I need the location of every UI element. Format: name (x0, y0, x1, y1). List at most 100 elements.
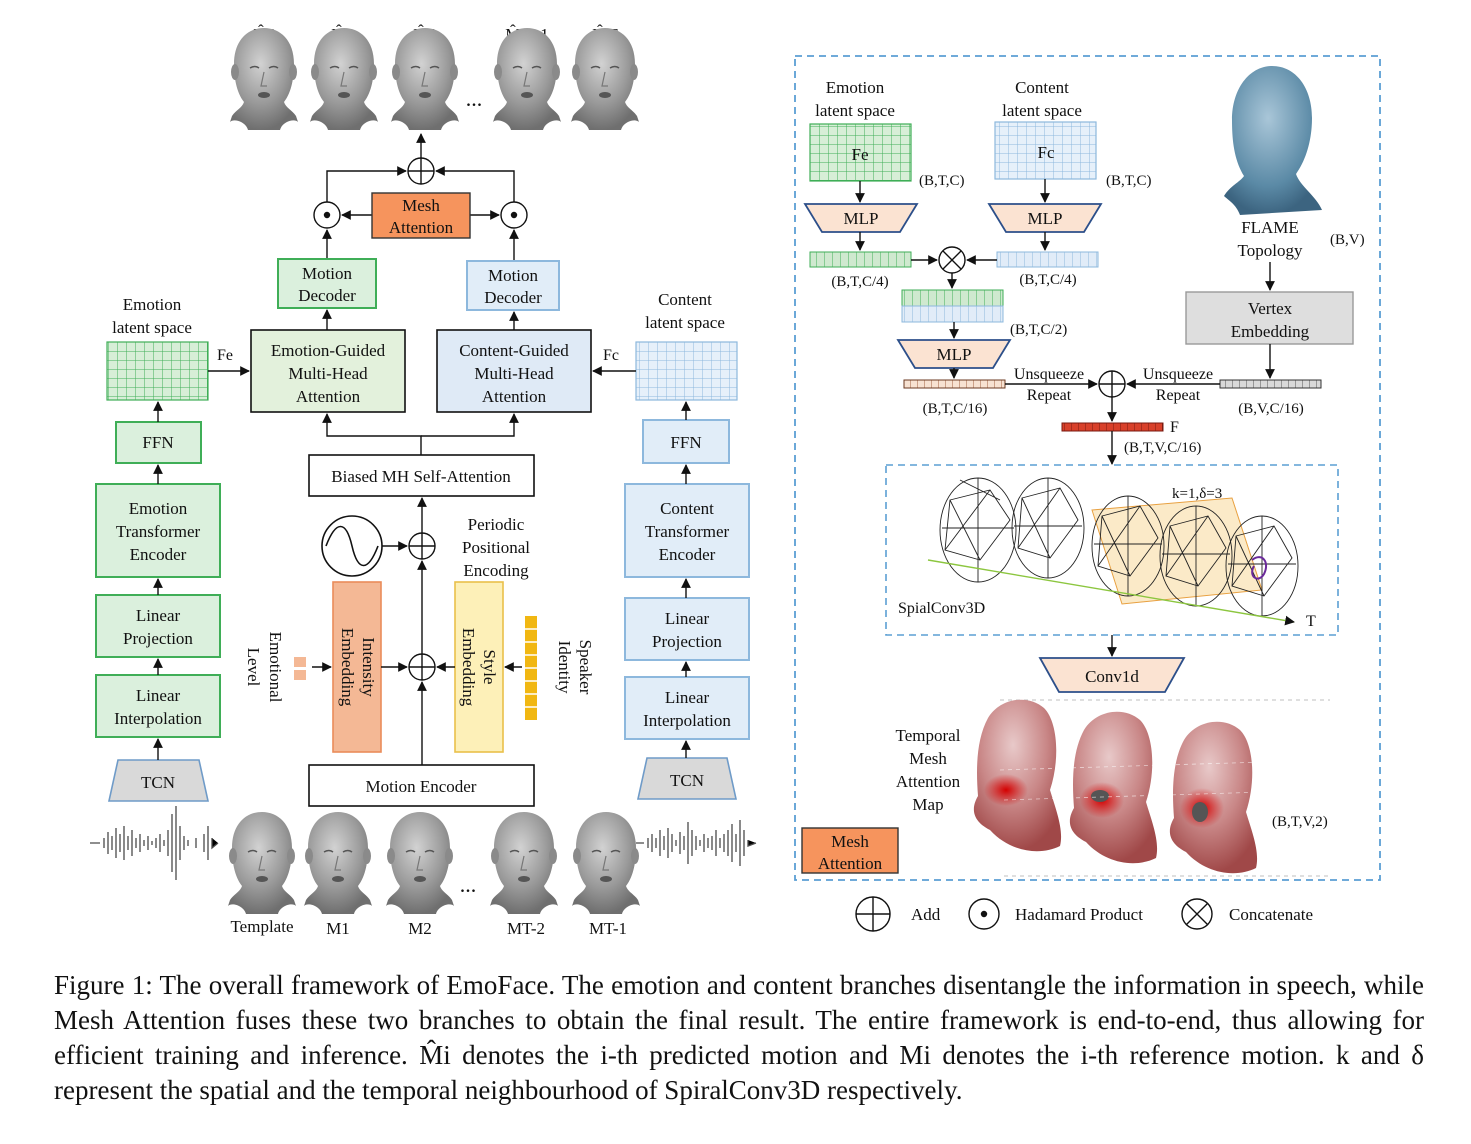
mlp-3: MLP (896, 339, 1012, 369)
emotion-motion-decoder: Motion Decoder (277, 258, 377, 309)
unsqueeze-repeat-right: Unsqueeze Repeat (1143, 366, 1213, 404)
emotion-decoder-line1: Motion (302, 264, 353, 283)
emotion-enc-line2: Transformer (116, 522, 201, 541)
template-label: Template (230, 917, 293, 936)
ref-head-1 (303, 811, 373, 915)
emotion-enc-line1: Emotion (129, 499, 188, 518)
flame-head: FLAME Topology (B,V) (1224, 66, 1365, 260)
framework-diagram: M̂1 M̂2 M̂3 M̂T−1 M̂T ... Mesh Attention (90, 25, 1381, 938)
content-decoder-line1: Motion (488, 266, 539, 285)
audio-waveform-right (636, 820, 757, 866)
spiral-conv-panel: k=1,δ=3 SpialConv3D T (885, 464, 1339, 636)
biased-label: Biased MH Self-Attention (331, 467, 511, 486)
mlp-1: MLP (803, 203, 919, 233)
emotion-guided-line2: Multi-Head (288, 364, 368, 383)
legend-add: Add (911, 905, 941, 924)
content-ffn-label: FFN (670, 433, 701, 452)
emotion-enc-line3: Encoder (130, 545, 187, 564)
attention-head-2 (1069, 711, 1158, 864)
content-latent-label2: latent space (645, 313, 725, 332)
ref-label-2: M2 (408, 919, 432, 938)
speaker-identity-input: Speaker Identity (525, 616, 595, 720)
mesh-attention-box: Mesh Attention (371, 192, 471, 239)
feature-bar-16: (B,T,C/16) (903, 379, 1006, 417)
emotion-latent-left: Emotion latent space Fe (106, 295, 233, 401)
motion-encoder-label: Motion Encoder (366, 777, 477, 796)
r-btvc16: (B,T,V,C/16) (1124, 440, 1201, 456)
emotion-guided-attention: Emotion-Guided Multi-Head Attention (250, 329, 406, 413)
r-emotion-latent-2: latent space (815, 101, 895, 120)
emotion-latent-label1: Emotion (123, 295, 182, 314)
right-arrows (855, 179, 1275, 657)
flame-line1: FLAME (1241, 218, 1299, 237)
emotion-proj-line2: Projection (123, 629, 193, 648)
r-emotion-latent-1: Emotion (826, 78, 885, 97)
spiral-label: SpialConv3D (898, 600, 985, 617)
feature-bar-half: (B,T,C/2) (901, 289, 1067, 338)
ref-label-t1: MT-1 (589, 919, 627, 938)
content-tcn-label: TCN (670, 771, 704, 790)
periodic-line3: Encoding (463, 561, 529, 580)
emotion-tcn-label: TCN (141, 773, 175, 792)
badge-line1: Mesh (831, 832, 869, 851)
audio-waveform-left (90, 806, 219, 880)
emotion-decoder-line2: Decoder (298, 286, 356, 305)
fused-feature-bar: F (B,T,V,C/16) (1061, 419, 1201, 456)
speaker-identity-line2: Identity (555, 641, 574, 694)
legend: Add Hadamard Product Concatenate (855, 896, 1313, 932)
ref-label-t2: MT-2 (507, 919, 545, 938)
r-F: F (1170, 419, 1179, 436)
mlp-2: MLP (987, 203, 1103, 233)
template-head (227, 811, 297, 915)
mesh-attention-line1: Mesh (402, 196, 440, 215)
r-bv: (B,V) (1330, 232, 1365, 248)
predicted-heads: M̂1 M̂2 M̂3 M̂T−1 M̂T ... (229, 25, 640, 131)
periodic-line1: Periodic (468, 515, 525, 534)
unsq-left-1: Unsqueeze (1014, 366, 1084, 383)
attention-head-3 (1169, 721, 1258, 874)
flame-line2: Topology (1238, 241, 1303, 260)
pred-head-1 (229, 27, 299, 131)
emotion-interp-line1: Linear (136, 686, 181, 705)
fusion-ops (313, 133, 528, 260)
vertex-line1: Vertex (1248, 299, 1293, 318)
r-btc16: (B,T,C/16) (923, 401, 988, 417)
ref-head-t1 (571, 811, 641, 915)
content-enc-line2: Transformer (645, 522, 730, 541)
ref-label-1: M1 (326, 919, 350, 938)
intensity-embedding: Intensity Embedding (332, 581, 382, 753)
vertex-bar: (B,V,C/16) (1219, 379, 1322, 417)
style-embedding: Style Embedding (454, 581, 504, 753)
fe-label-left: Fe (217, 347, 233, 364)
content-latent-left: Content latent space Fc (603, 290, 738, 401)
r-fe-label: Fe (852, 145, 869, 164)
r-content-latent-1: Content (1015, 78, 1069, 97)
content-guided-line3: Attention (482, 387, 547, 406)
feature-bars-quarter: (B,T,C/4) (B,T,C/4) (809, 246, 1099, 290)
emotion-guided-line3: Attention (296, 387, 361, 406)
fc-label-left: Fc (603, 347, 619, 364)
emotional-level-line1: Emotional (266, 632, 285, 703)
right-emotion-latent: Emotion latent space Fe (B,T,C) (809, 78, 965, 189)
temporal-line3: Attention (896, 772, 961, 791)
time-axis-label: T (1306, 613, 1316, 630)
emotional-level-line2: Level (244, 648, 263, 687)
speaker-identity-line1: Speaker (576, 640, 595, 695)
temporal-map-label: Temporal Mesh Attention Map (B,T,V,2) (896, 726, 1328, 830)
figure-caption: Figure 1: The overall framework of EmoFa… (54, 968, 1424, 1108)
mesh-attention-detail-panel (794, 55, 1381, 881)
ref-head-2 (385, 811, 455, 915)
mlp3-label: MLP (937, 345, 972, 364)
pred-head-2 (309, 27, 379, 131)
periodic-line2: Positional (462, 538, 530, 557)
vertex-line2: Embedding (1231, 322, 1310, 341)
ref-ellipsis: ... (460, 872, 477, 897)
emotion-branch: FFN Emotion Transformer Encoder Linear P… (95, 421, 221, 802)
r-bvc16: (B,V,C/16) (1238, 401, 1304, 417)
badge-line2: Attention (818, 854, 883, 873)
content-guided-attention: Content-Guided Multi-Head Attention (436, 329, 592, 413)
pred-ellipsis: ... (466, 86, 483, 111)
pred-head-t1 (492, 27, 562, 131)
content-enc-line1: Content (660, 499, 714, 518)
right-content-latent: Content latent space Fc (B,T,C) (994, 78, 1152, 189)
